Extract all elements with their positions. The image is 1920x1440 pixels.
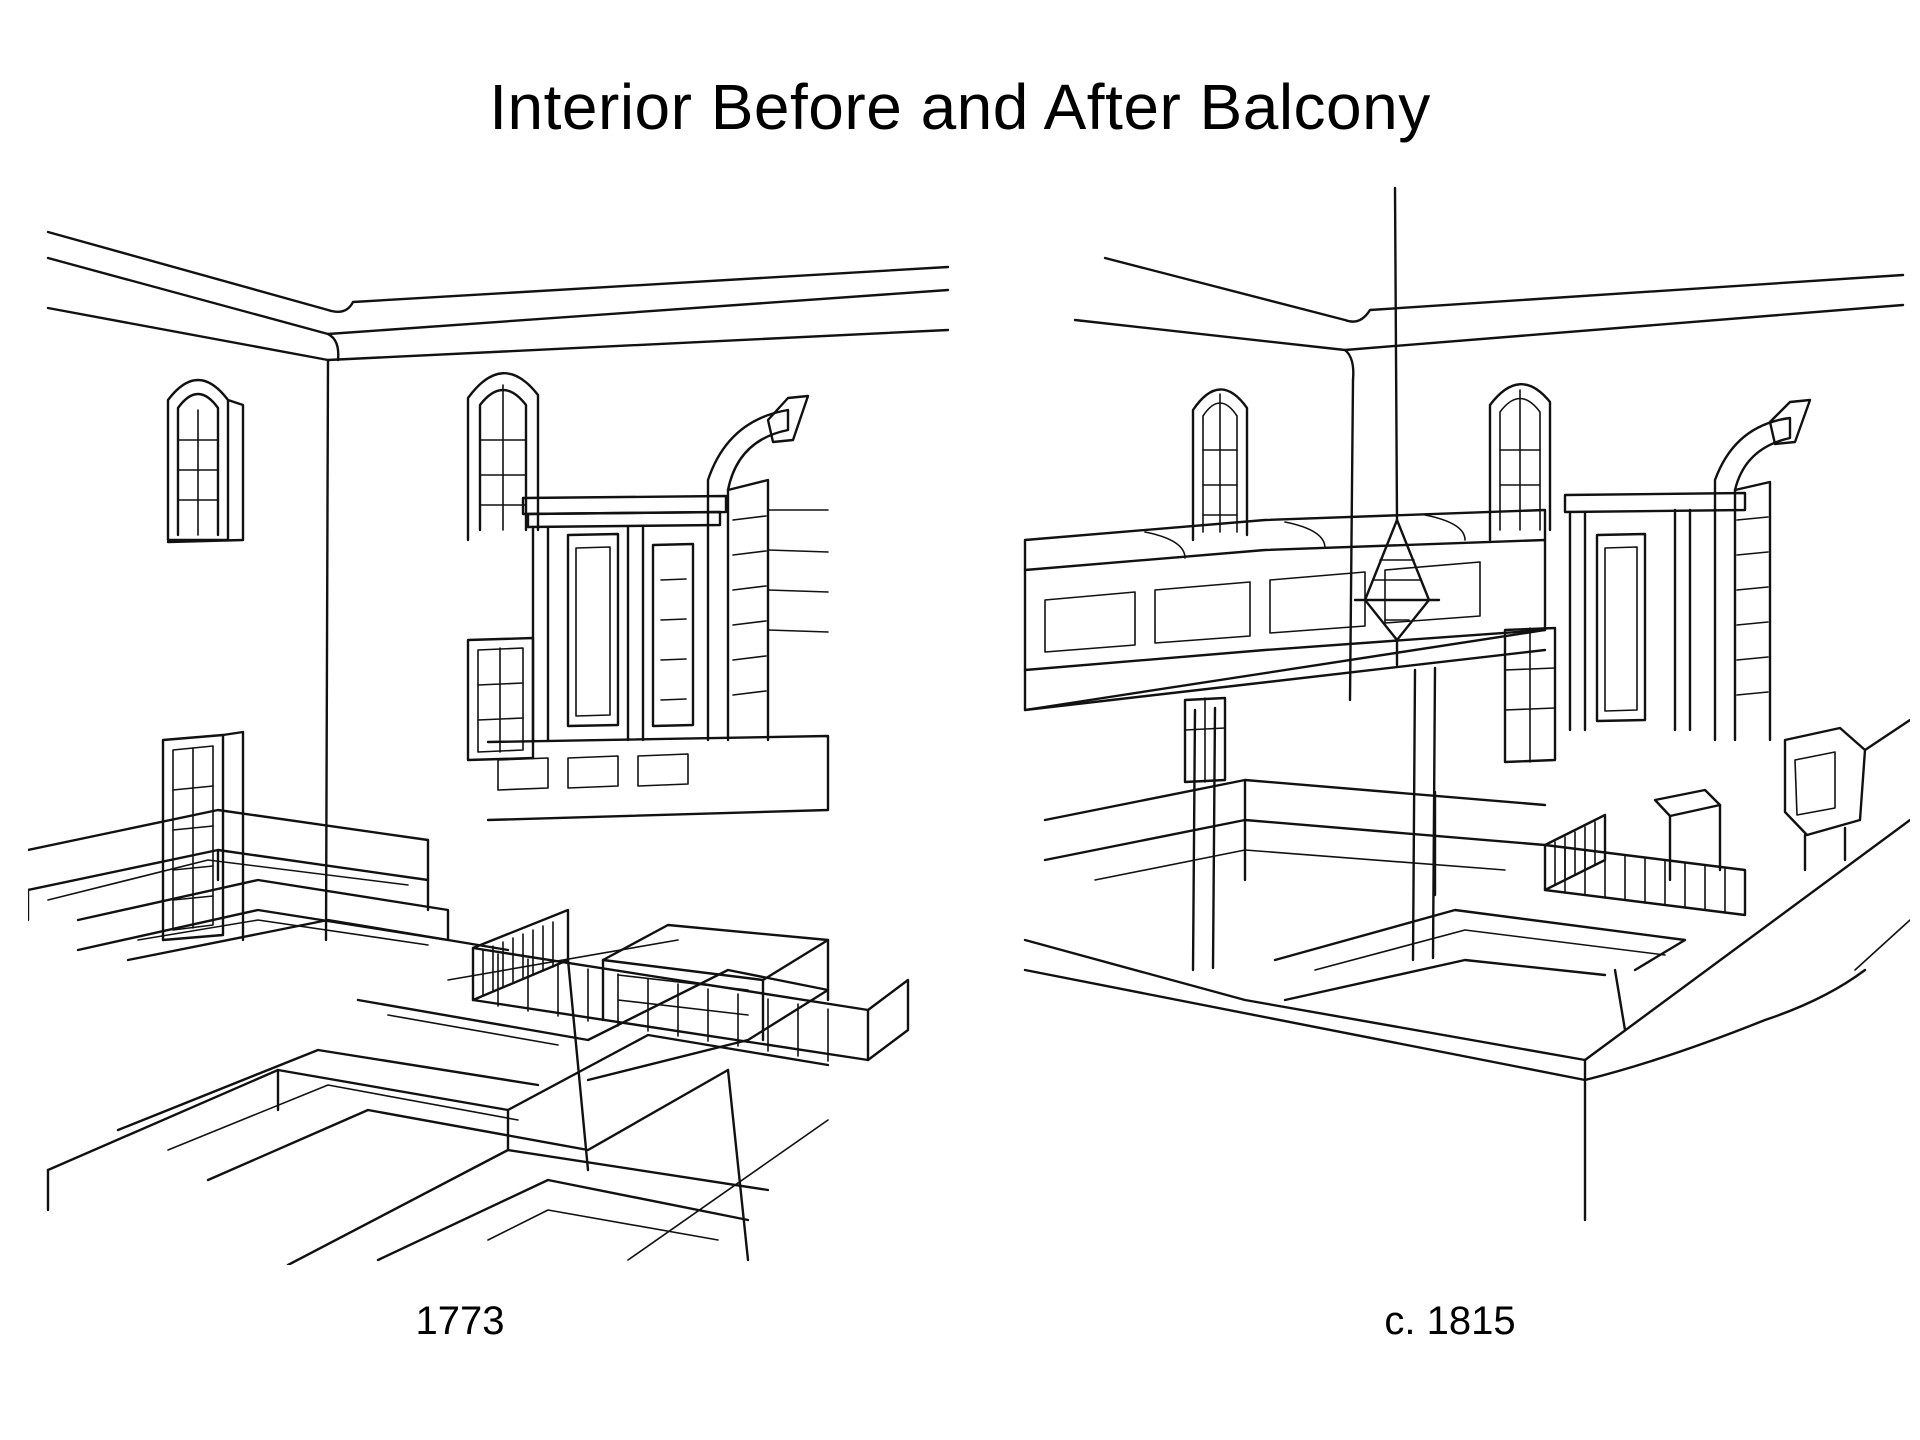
chandelier [1353, 518, 1441, 667]
line-drawing-1815 [1023, 186, 1910, 1222]
window-rear-lower [1503, 626, 1557, 764]
reredos [1563, 491, 1747, 732]
arched-window-rear-upper [466, 372, 540, 542]
drawing-interior-after-balcony [985, 180, 1910, 1225]
box-pews [1043, 778, 1687, 1032]
pulpit [1783, 718, 1910, 872]
gallery-front-edge [1023, 818, 1910, 1222]
gallery-balcony [1023, 508, 1547, 712]
box-pews-front [46, 939, 830, 1265]
window-left-lower [1183, 696, 1227, 784]
tall-arched-window-right [706, 394, 829, 742]
caption-right: c. 1815 [1384, 1299, 1516, 1343]
chancel-railing [471, 908, 910, 1062]
chancel-railing [1543, 813, 1747, 917]
window-left-lower [161, 730, 245, 942]
arched-window-left [1191, 388, 1249, 542]
line-drawing-1773 [28, 230, 950, 1265]
caption-left: 1773 [415, 1299, 505, 1343]
drawing-interior-before-balcony [28, 180, 953, 1265]
tall-arched-window-right [1713, 398, 1812, 742]
reading-desk [1653, 788, 1722, 882]
arched-window-left-upper [166, 378, 245, 544]
box-pews-back [28, 808, 510, 962]
arched-window-rear [1488, 383, 1552, 542]
slide-title: Interior Before and After Balcony [489, 71, 1431, 143]
reredos [521, 494, 728, 742]
